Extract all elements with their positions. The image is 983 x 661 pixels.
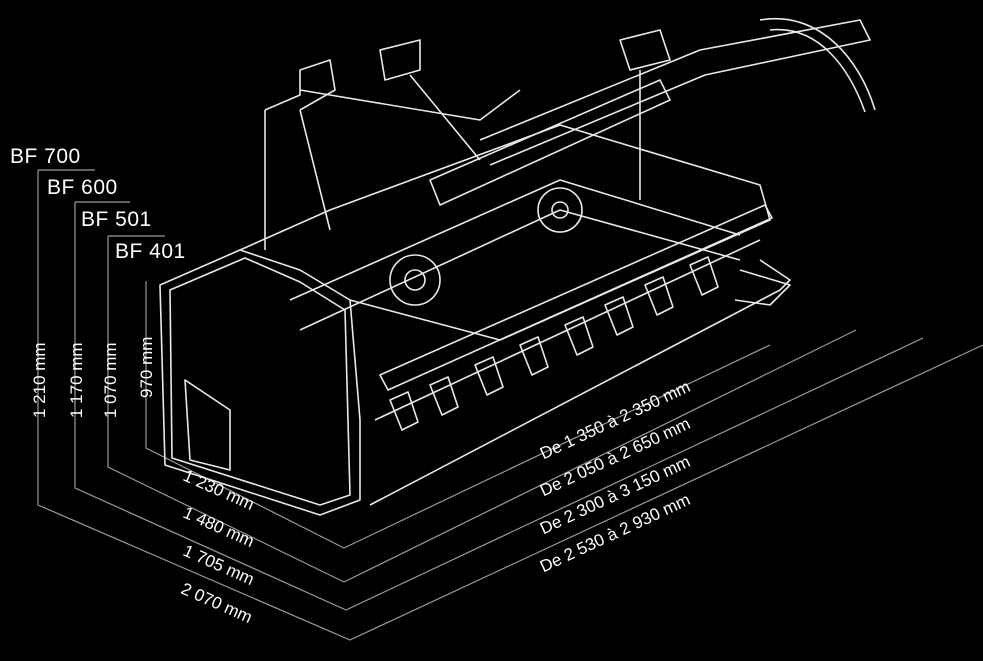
model-label-bf501: BF 501 — [81, 208, 152, 231]
model-label-bf600: BF 600 — [47, 176, 118, 199]
height-label-bf501: 1 070 mm — [101, 342, 120, 418]
height-label-bf700: 1 210 mm — [30, 342, 49, 418]
height-label-bf401: 970 mm — [137, 336, 156, 398]
height-label-bf600: 1 170 mm — [67, 342, 86, 418]
model-label-bf401: BF 401 — [115, 240, 186, 263]
model-label-bf700: BF 700 — [10, 145, 81, 168]
